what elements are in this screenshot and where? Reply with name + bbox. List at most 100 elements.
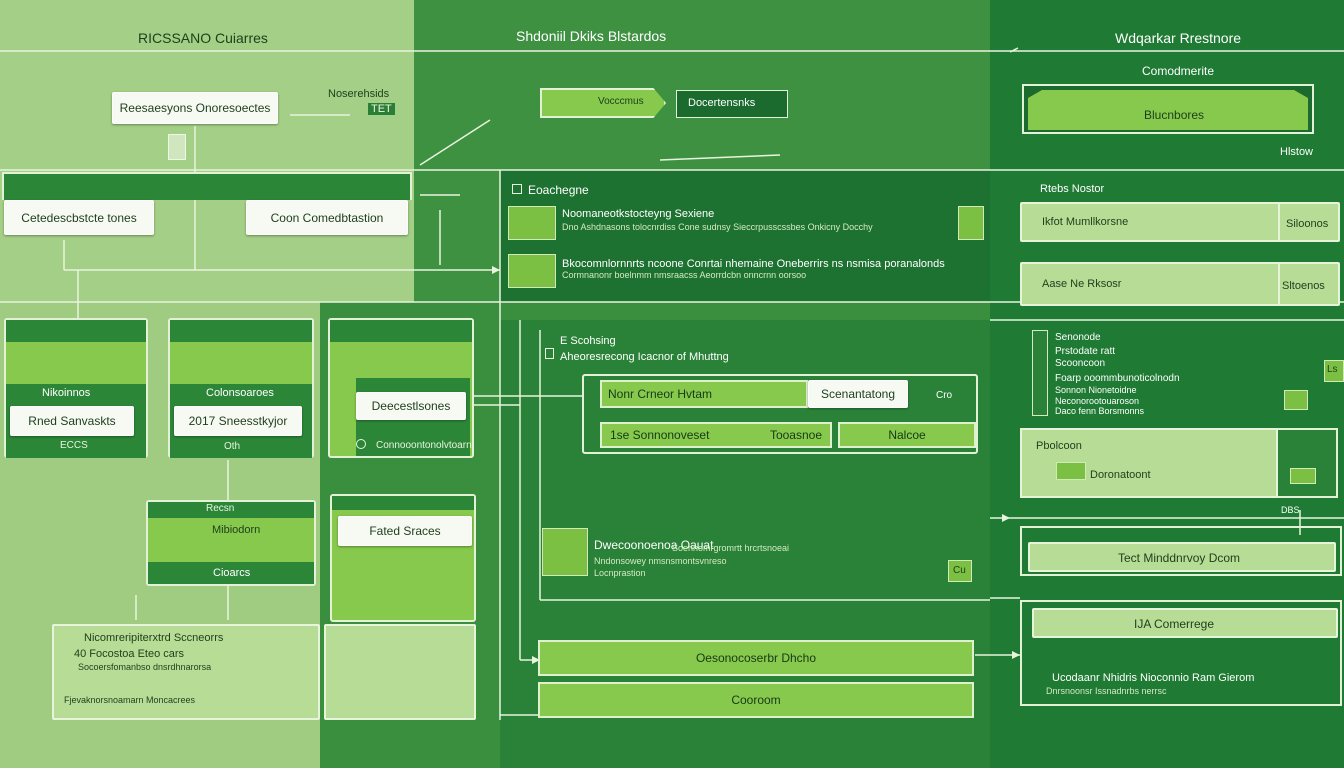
item-3-badge-box bbox=[948, 560, 972, 582]
left-row-box-1[interactable]: Cetedescbstcte tones bbox=[4, 200, 154, 235]
right-row-2-right: Sltoenos bbox=[1282, 280, 1325, 292]
right-bar-label: Blucnbores bbox=[1144, 108, 1205, 122]
right-bar-3-label: IJA Comerrege bbox=[1134, 617, 1215, 631]
right-bar[interactable] bbox=[1028, 90, 1308, 130]
item-1-sub: Dno Ashdnasons tolocnrdiss Cone sudnsy S… bbox=[562, 222, 873, 232]
right-list-item-6: Neconorootouaroson bbox=[1055, 396, 1140, 406]
right-bar-2[interactable] bbox=[1028, 542, 1336, 572]
center-title: Shdoniil Dkiks Blstardos bbox=[516, 28, 667, 44]
mid-green-card bbox=[146, 500, 316, 586]
mid-green-bottom: Cioarcs bbox=[213, 567, 251, 579]
bar-2-frame bbox=[1020, 526, 1342, 576]
right-list-item-2: Prstodate ratt bbox=[1055, 346, 1116, 357]
card-2-title: Colonsoaroes bbox=[206, 387, 274, 399]
note-line-3: Socoersfomanbso dnsrdhnarorsa bbox=[78, 662, 212, 672]
feature-title: Pbolcoon bbox=[1036, 440, 1082, 452]
feature-icon bbox=[1056, 462, 1086, 480]
card-2-header bbox=[170, 320, 312, 342]
side-label: Noserehsids bbox=[328, 88, 390, 100]
right-list-square bbox=[1284, 390, 1308, 410]
bar-1[interactable]: Nonr Crneor Hvtam bbox=[600, 380, 808, 408]
card-2-box[interactable]: 2017 Sneesstkyjor bbox=[174, 406, 302, 436]
item-3-badge: Cu bbox=[953, 565, 966, 576]
bar-1-label: Nonr Crneor Hvtam bbox=[608, 387, 713, 401]
item-1-square bbox=[508, 206, 556, 240]
left-column-card-3 bbox=[328, 318, 474, 458]
right-row-1-right: Siloonos bbox=[1286, 218, 1329, 230]
mid-green-title: Mibiodorn bbox=[212, 524, 261, 536]
arrow-chip[interactable]: Vocccmus bbox=[598, 96, 644, 107]
side-code: TET bbox=[368, 103, 395, 115]
right-list-item-3: Scooncoon bbox=[1055, 358, 1106, 369]
feature-tag-box bbox=[1290, 468, 1316, 484]
item-3-square bbox=[542, 528, 588, 576]
note-card-right bbox=[324, 624, 476, 720]
right-row-2-left: Aase Ne Rksosr bbox=[1042, 278, 1122, 290]
sec2-icon bbox=[545, 348, 554, 359]
right-footer-2: Dnrsnoonsr Issnadnrbs nerrsc bbox=[1046, 686, 1167, 696]
right-row-2-divider bbox=[1278, 264, 1280, 304]
right-row-1[interactable] bbox=[1020, 202, 1340, 242]
item-2-sub: Cormnanonr boelnmm nmsraacss Aeorrdcbn o… bbox=[562, 270, 807, 280]
note-line-1: Nicomreripiterxtrd Sccneorrs bbox=[84, 632, 224, 644]
mid-green-top-label: Recsn bbox=[206, 503, 235, 514]
card-1-box[interactable]: Rned Sanvaskts bbox=[10, 406, 134, 436]
bar-3[interactable]: Nalcoe bbox=[838, 422, 976, 448]
item-3-title: Dwecoonoenoa Oauat bbox=[594, 538, 714, 552]
sec2-title: E Scohsing bbox=[560, 335, 616, 347]
arrow-chip-shape bbox=[540, 88, 666, 118]
section-checkbox[interactable] bbox=[512, 184, 522, 194]
dark-chip-label: Docertensnks bbox=[688, 97, 756, 109]
document-icon bbox=[168, 134, 186, 160]
left-row-band bbox=[2, 172, 412, 200]
top-left-box[interactable]: Reesaesyons Onoresoectes bbox=[112, 92, 278, 124]
right-title: Wdqarkar Rrestnore bbox=[1115, 30, 1242, 46]
right-row-1-divider bbox=[1278, 204, 1280, 240]
card-1-title: Nikoinnos bbox=[42, 387, 91, 399]
button-2-label: Cooroom bbox=[731, 693, 781, 707]
right-bar-3[interactable] bbox=[1032, 608, 1338, 638]
card-3-header bbox=[330, 320, 472, 342]
note-line-4: Fjevaknorsnoamarn Moncacrees bbox=[64, 695, 196, 705]
right-tiny-label: Hlstow bbox=[1280, 146, 1314, 158]
item-1-badge bbox=[958, 206, 984, 240]
mid-green-card-bottom bbox=[148, 562, 314, 584]
right-bar-2-label: Tect Minddnrvoy Dcom bbox=[1118, 551, 1241, 565]
center-dark-panel bbox=[500, 170, 990, 302]
item-3-sub-3: Locnprastion bbox=[594, 568, 646, 578]
item-2-square bbox=[508, 254, 556, 288]
right-row-2[interactable] bbox=[1020, 262, 1340, 306]
card-2-sub: Oth bbox=[224, 441, 241, 452]
mid-green-card-top bbox=[148, 502, 314, 518]
button-1[interactable]: Oesonocoserbr Dhcho bbox=[538, 640, 974, 676]
right-section-title: Rtebs Nostor bbox=[1040, 183, 1105, 195]
right-list-item-5: Sonnon Nionetoidne bbox=[1055, 385, 1137, 395]
item-3-sub-1: Soennomrgromrtt hrcrtsnoeai bbox=[672, 543, 790, 553]
right-row-1-left: Ikfot Mumllkorsne bbox=[1042, 216, 1129, 228]
button-2[interactable]: Cooroom bbox=[538, 682, 974, 718]
note-line-2: 40 Focostoa Eteo cars bbox=[74, 648, 185, 660]
right-list-icons bbox=[1032, 330, 1048, 416]
note-card bbox=[52, 624, 320, 720]
left-title: RICSSANO Cuiarres bbox=[138, 30, 268, 46]
button-1-label: Oesonocoserbr Dhcho bbox=[695, 651, 817, 665]
feature-tag: DBS bbox=[1281, 505, 1300, 515]
card-3-sub: Connooontonolvtoarn bbox=[376, 440, 472, 451]
field-box[interactable]: Fated Sraces bbox=[338, 516, 472, 546]
bar-2-right: Tooasnoe bbox=[769, 428, 822, 442]
right-subtitle: Comodmerite bbox=[1142, 64, 1215, 78]
bar-2-left: 1se Sonnonoveset bbox=[610, 428, 710, 442]
bar-3-label: Nalcoe bbox=[888, 428, 926, 442]
card-3-check-icon bbox=[356, 439, 366, 449]
right-list-item-7: Daco fenn Borsmonns bbox=[1055, 406, 1145, 416]
bar-1-box[interactable]: Scenantatong bbox=[808, 380, 908, 408]
bar-2[interactable]: 1se Sonnonoveset Tooasnoe bbox=[600, 422, 832, 448]
item-1-title: Noomaneotkstocteyng Sexiene bbox=[562, 208, 715, 220]
card-3-box[interactable]: Deecestlsones bbox=[356, 392, 466, 420]
dark-chip[interactable] bbox=[676, 90, 788, 118]
left-row-box-2[interactable]: Coon Comedbtastion bbox=[246, 200, 408, 235]
card-1-sub: ECCS bbox=[60, 440, 88, 451]
bar-3-frame bbox=[1020, 600, 1342, 706]
section-title: Eoachegne bbox=[528, 183, 589, 197]
right-list-item-1: Senonode bbox=[1055, 332, 1101, 343]
